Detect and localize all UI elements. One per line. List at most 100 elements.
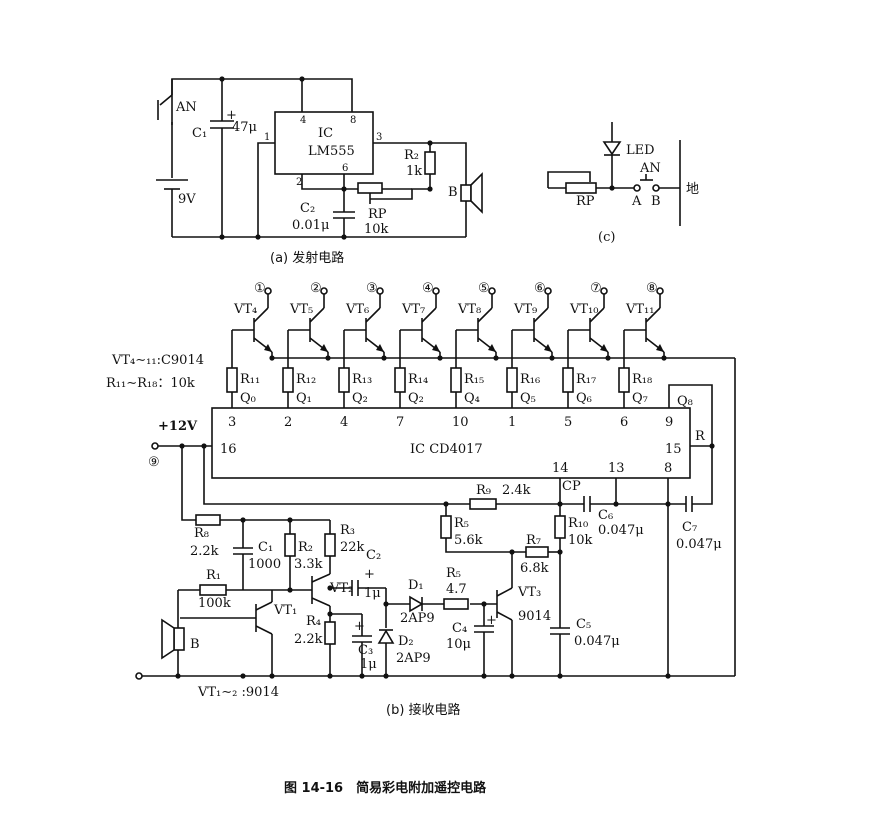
b-r5b: R₅ [446, 566, 461, 581]
stage-4-resistor [394, 367, 406, 393]
a-pin-8: 8 [350, 115, 356, 126]
b-q8-label: Q₈ [677, 394, 693, 409]
b-r7-value: 6.8k [520, 561, 549, 576]
b-c6: C₆ [598, 508, 613, 523]
stage-4-channel-label: ④ [422, 281, 434, 296]
b-c7: C₇ [682, 520, 697, 535]
stage-2-resistor-label: R₁₂ [296, 372, 316, 387]
stage-1-pin-label: 3 [228, 415, 236, 430]
b-r9: R₉ [476, 483, 491, 498]
receiver-r2 [284, 533, 296, 557]
b-supply-node: ⑨ [148, 455, 160, 470]
b-c2-value: 1μ [364, 586, 381, 601]
b-reset-label: R [695, 429, 706, 444]
stage-7-pin-label: 5 [564, 415, 572, 430]
b-c3-plus: + [354, 619, 365, 634]
stage-5-resistor [450, 367, 462, 393]
stage-4-emitter-junction [437, 355, 443, 361]
stage-3-resistor-label: R₁₃ [352, 372, 372, 387]
a-button-label: AN [175, 100, 197, 115]
b-vt1: VT₁ [273, 603, 297, 618]
b-caption: (b) 接收电路 [386, 702, 461, 718]
a-c2-label: C₂ [300, 201, 315, 216]
stage-8-resistor [618, 367, 630, 393]
stage-8-emitter-junction [661, 355, 667, 361]
stage-5-output-terminal [488, 287, 496, 295]
a-pin-2: 2 [296, 177, 302, 188]
stage-8-transistor-collector [645, 307, 661, 323]
b-c2: C₂ [366, 548, 381, 563]
stage-3-transistor-collector [365, 307, 381, 323]
b-d2: D₂ [398, 634, 414, 649]
b-c5-value: 0.047μ [574, 634, 620, 649]
stage-2-emitter-arrow [320, 344, 328, 352]
stage-3-output-label: Q₂ [352, 391, 368, 406]
stage-6-transistor-label: VT₉ [513, 302, 537, 317]
stage-7-channel-label: ⑦ [590, 281, 602, 296]
stage-8-output-terminal [656, 287, 664, 295]
transmitter-circuit [156, 76, 483, 240]
stage-4-transistor-label: VT₇ [401, 302, 425, 317]
stage-2-output-label: Q₁ [296, 391, 312, 406]
stage-6-output-label: Q₅ [520, 391, 536, 406]
b-vt3-type: 9014 [518, 609, 551, 624]
stage-2-pin-label: 2 [284, 415, 292, 430]
b-r9-value: 2.4k [502, 483, 531, 498]
stage-1-resistor-label: R₁₁ [240, 372, 260, 387]
b-c6-value: 0.047μ [598, 523, 644, 538]
stage-4-emitter-arrow [432, 344, 440, 352]
receiver-r9 [469, 498, 497, 510]
stage-1-output-label: Q₀ [240, 391, 256, 406]
b-c4-value: 10μ [446, 637, 471, 652]
stage-8-transistor-label: VT₁₁ [625, 302, 654, 317]
b-note-vt12: VT₁∼₂ :9014 [197, 685, 279, 700]
b-vt3: VT₃ [517, 585, 541, 600]
b-c5: C₅ [576, 617, 591, 632]
receiver-speaker [173, 627, 185, 651]
stage-7-output-label: Q₆ [576, 391, 592, 406]
b-note-r: R₁₁∼R₁₈：10k [106, 376, 195, 391]
a-battery-label: 9V [178, 192, 196, 207]
b-d1-type: 2AP9 [400, 611, 435, 626]
b-c1-value: 1000 [248, 557, 281, 572]
b-c4: C₄ [452, 621, 467, 636]
b-ic-name: IC CD4017 [410, 442, 483, 457]
stage-6-emitter-junction [549, 355, 555, 361]
a-c1-plus: + [226, 108, 237, 123]
channel-driver-stages: ①VT₄R₁₁Q₀3②VT₅R₁₂Q₁2③VT₆R₁₃Q₂4④VT₇R₁₄Q₂7… [226, 281, 673, 430]
a-ic-label: IC [318, 126, 333, 141]
remote-button-circuit [547, 122, 681, 226]
b-r5b-value: 4.7 [446, 582, 467, 597]
b-c3: C₃ [358, 643, 373, 658]
stage-8-channel-label: ⑧ [646, 281, 658, 296]
receiver-r4 [324, 621, 336, 645]
stage-6-pin-label: 1 [508, 415, 516, 430]
a-pin-1: 1 [264, 132, 270, 143]
b-r1-value: 100k [198, 596, 231, 611]
a-r2-label: R₂ [404, 148, 419, 163]
stage-7-resistor-label: R₁₇ [576, 372, 596, 387]
b-r4: R₄ [306, 614, 321, 629]
a-pin-3: 3 [376, 132, 382, 143]
stage-7-emitter-junction [605, 355, 611, 361]
b-pin15: 15 [665, 442, 682, 457]
c-rp-label: RP [576, 194, 595, 209]
c-caption: (c) [598, 230, 615, 245]
b-r10: R₁₀ [568, 516, 588, 531]
b-cp: CP [562, 479, 581, 494]
stage-5-emitter-arrow [488, 344, 496, 352]
b-r5a-value: 5.6k [454, 533, 483, 548]
b-r8: R₈ [194, 526, 209, 541]
b-c7-value: 0.047μ [676, 537, 722, 552]
a-c2-value: 0.01μ [292, 218, 329, 233]
a-speaker-label: B [448, 185, 458, 200]
a-c1-value: 47μ [232, 120, 257, 135]
stage-1-emitter-arrow [264, 344, 272, 352]
receiver-circuit [135, 357, 736, 680]
stage-1-transistor-collector [253, 307, 269, 323]
cd4017-chip [211, 407, 691, 479]
stage-2-output-terminal [320, 287, 328, 295]
stage-6-channel-label: ⑥ [534, 281, 546, 296]
stage-7-transistor-collector [589, 307, 605, 323]
